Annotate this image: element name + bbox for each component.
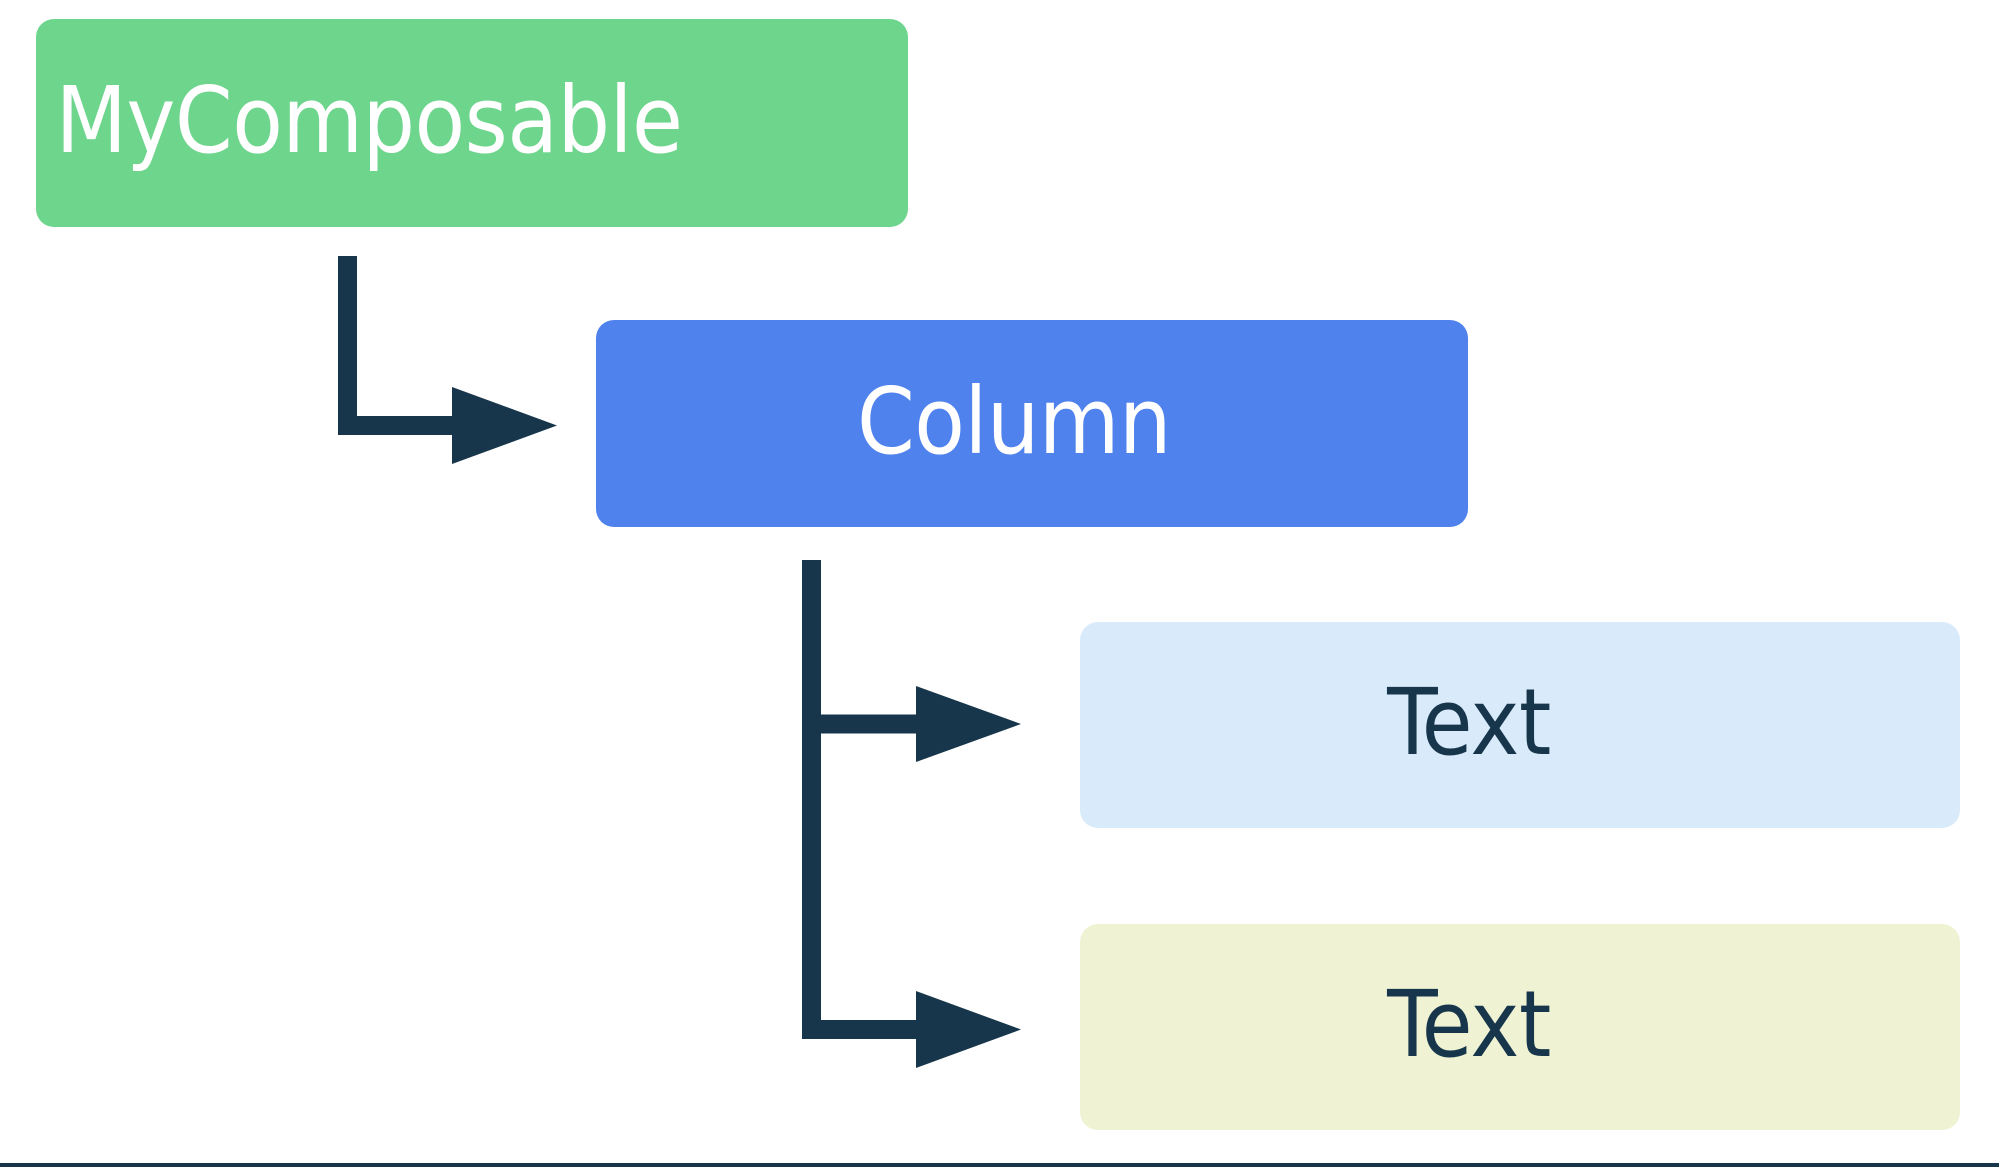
edge-column-to-text-1 — [802, 560, 1021, 762]
node-text-first[interactable]: Text — [1080, 622, 1960, 828]
arrowhead-icon — [916, 686, 1021, 762]
footer-divider — [0, 1163, 1999, 1167]
node-my-composable[interactable]: MyComposable — [36, 19, 908, 227]
node-text-first-label: Text — [1387, 669, 1551, 776]
node-column[interactable]: Column — [596, 320, 1468, 527]
node-my-composable-label: MyComposable — [55, 67, 684, 174]
node-text-second-label: Text — [1387, 971, 1551, 1078]
arrowhead-icon — [452, 387, 557, 464]
node-text-second[interactable]: Text — [1080, 924, 1960, 1130]
edge-column-to-text-2 — [802, 560, 1021, 1068]
node-column-label: Column — [856, 367, 1172, 475]
arrowhead-icon — [916, 991, 1021, 1068]
edge-root-to-column — [338, 256, 557, 464]
